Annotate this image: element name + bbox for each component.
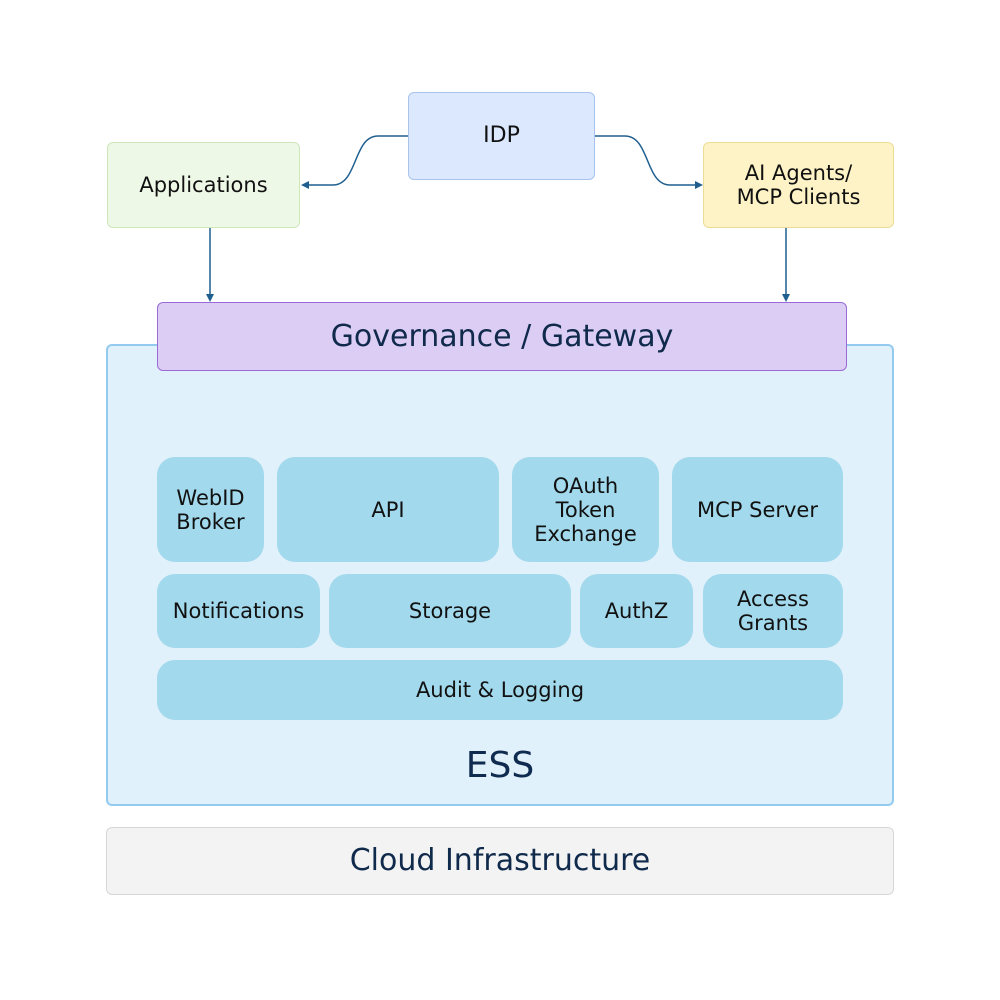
edge-idp-to-applications: [301, 135, 408, 189]
webid-broker-tile: WebID Broker: [157, 457, 264, 562]
audit-logging-tile: Audit & Logging: [157, 660, 843, 720]
access-grants-tile: Access Grants: [703, 574, 843, 648]
applications-box: Applications: [107, 142, 300, 228]
gateway-box: Governance / Gateway: [157, 302, 847, 371]
notifications-tile: Notifications: [157, 574, 320, 648]
mcp-server-tile: MCP Server: [672, 457, 843, 562]
authz-tile: AuthZ: [580, 574, 693, 648]
cloud-infrastructure-box: Cloud Infrastructure: [106, 827, 894, 895]
ess-label: ESS: [465, 745, 535, 786]
edge-idp-to-ai-agents: [595, 135, 703, 189]
ai-agents-box: AI Agents/ MCP Clients: [703, 142, 894, 228]
oauth-token-exchange-tile: OAuth Token Exchange: [512, 457, 659, 562]
api-tile: API: [277, 457, 499, 562]
storage-tile: Storage: [329, 574, 571, 648]
idp-box: IDP: [408, 92, 595, 180]
